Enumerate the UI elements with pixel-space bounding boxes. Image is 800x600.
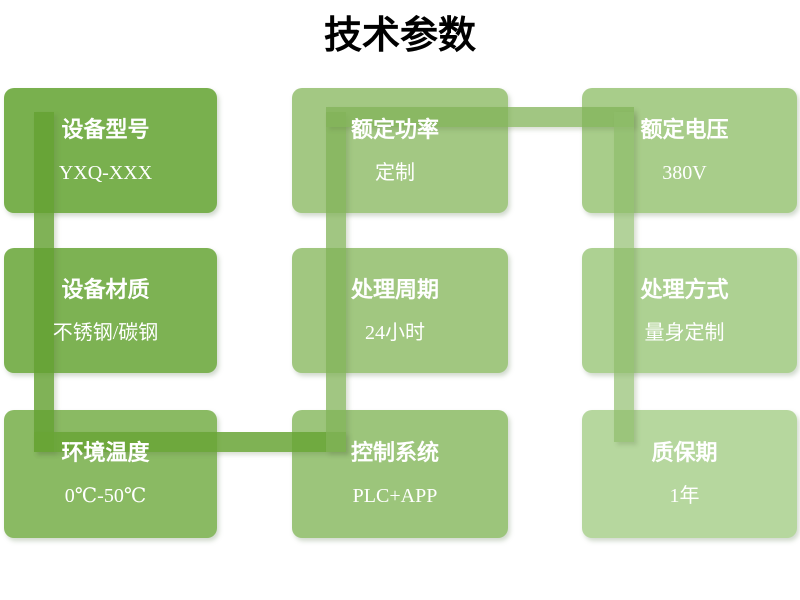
param-card-title: 额定功率 — [350, 116, 439, 142]
param-card-title: 处理方式 — [640, 276, 729, 302]
param-card-value: PLC+APP — [352, 485, 438, 507]
param-card-title: 环境温度 — [61, 440, 150, 465]
param-card-title: 设备型号 — [61, 116, 150, 142]
flow-connector-col3-vertical — [614, 112, 634, 442]
param-card-value: 不锈钢/碳钢 — [52, 321, 159, 344]
flow-connector-col1-vertical — [34, 112, 54, 452]
param-card-value: 380V — [662, 161, 707, 184]
param-card-title: 质保期 — [651, 440, 718, 465]
flow-connector-col2-vertical — [326, 112, 346, 452]
param-card-title: 控制系统 — [350, 440, 439, 465]
param-card-title: 设备材质 — [61, 276, 150, 302]
param-card-value: 量身定制 — [644, 321, 725, 344]
flow-connector-row1-horizontal — [326, 107, 634, 127]
param-card-control-system: 控制系统 PLC+APP — [292, 410, 508, 538]
param-card-value: 0℃-50℃ — [64, 485, 147, 507]
param-card-value: 定制 — [375, 161, 415, 184]
param-card-processing-cycle: 处理周期 24小时 — [292, 248, 508, 373]
param-card-value: 1年 — [669, 485, 700, 507]
flow-connector-row3-horizontal — [34, 432, 346, 452]
slide-title: 技术参数 — [323, 15, 476, 57]
param-card-title: 处理周期 — [350, 276, 439, 302]
param-card-value: YXQ-XXX — [58, 161, 153, 184]
param-card-value: 24小时 — [365, 321, 425, 344]
param-card-title: 额定电压 — [640, 116, 729, 142]
